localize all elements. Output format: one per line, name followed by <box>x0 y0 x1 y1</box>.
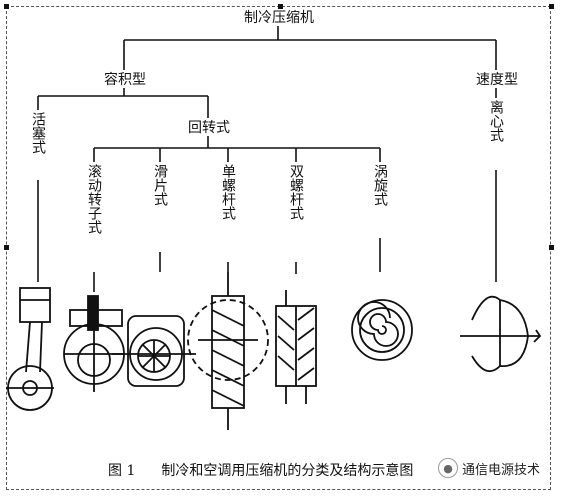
node-reciprocating: 活塞式 <box>30 112 46 154</box>
watermark-text: 通信电源技术 <box>462 462 541 478</box>
node-twin-screw: 双螺杆式 <box>288 164 304 220</box>
resize-handle-top-right[interactable] <box>549 4 554 9</box>
node-velocity: 速度型 <box>476 72 518 88</box>
sliding-vane-illustration <box>112 315 196 387</box>
node-scroll: 涡旋式 <box>372 164 388 206</box>
resize-handle-top-left[interactable] <box>4 4 9 9</box>
node-root: 制冷压缩机 <box>244 10 314 26</box>
single-screw-illustration <box>187 272 269 430</box>
scroll-illustration <box>351 299 413 361</box>
node-rotary: 回转式 <box>188 120 230 136</box>
twin-screw-illustration <box>275 290 317 404</box>
node-sliding-vane: 滑片式 <box>152 164 168 206</box>
figure-caption-text: 制冷和空调用压缩机的分类及结构示意图 <box>161 463 414 479</box>
wechat-account-icon: ● <box>438 458 458 478</box>
watermark: ● 通信电源技术 <box>438 458 540 478</box>
resize-handle-top[interactable] <box>278 4 283 9</box>
figure-caption: 图 1 制冷和空调用压缩机的分类及结构示意图 <box>108 460 439 480</box>
resize-handle-left[interactable] <box>4 245 9 250</box>
piston-compressor-illustration <box>6 287 54 411</box>
node-single-screw: 单螺杆式 <box>220 164 236 220</box>
node-rolling-rotor: 滚动转子式 <box>86 164 102 234</box>
node-centrifugal: 离心式 <box>488 100 504 142</box>
resize-handle-right[interactable] <box>549 245 554 250</box>
rolling-rotor-illustration <box>63 295 125 392</box>
figure-number: 图 1 <box>108 463 136 479</box>
centrifugal-illustration <box>460 295 542 373</box>
node-positive-displacement: 容积型 <box>104 72 146 88</box>
